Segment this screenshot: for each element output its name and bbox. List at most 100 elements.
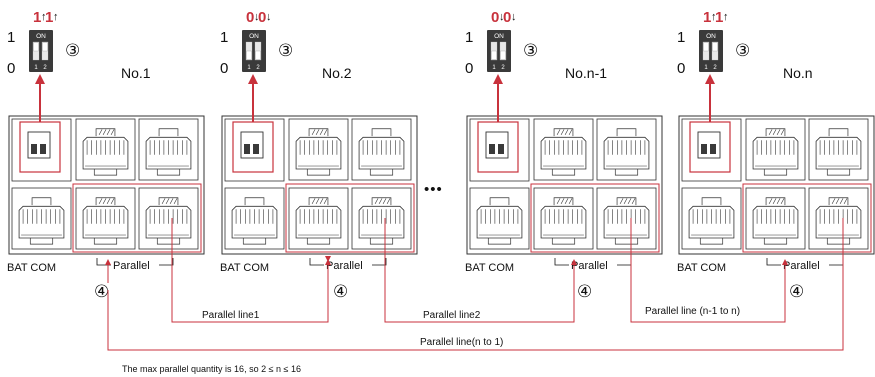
step-4-marker: ④ [94,282,109,301]
rj45-port [75,118,136,181]
wire-arrow-up-icon [105,259,111,265]
switch-bit-value: 1 [33,9,41,26]
switch-pos-label: 1 [247,65,251,71]
step-3-marker: ③ [735,41,750,60]
switch-lever [42,42,48,52]
rj45-port [138,187,199,250]
parallel-label: Parallel [113,260,150,272]
switch-bit-value: 0 [503,9,511,26]
rj45-port [745,118,806,181]
step-3-marker: ③ [278,41,293,60]
unit-name: No.2 [322,65,352,81]
bat-com-label: BAT COM [465,262,514,274]
rj45-port [533,118,594,181]
red-arrow-up-icon [35,74,45,84]
rj45-port [808,118,869,181]
switch-pos-label: 2 [43,65,47,71]
arrow-up-icon: ↑ [41,11,47,23]
connection-label: Parallel line (n-1 to n) [645,306,740,317]
level-high-label: 1 [7,29,15,46]
level-low-label: 0 [220,60,228,77]
level-low-label: 0 [465,60,473,77]
parallel-ports-highlight [285,183,415,253]
bat-com-label: BAT COM [220,262,269,274]
switch-lever [712,42,718,52]
rj45-port [533,187,594,250]
switch-lever [246,50,252,60]
parallel-wire [384,218,575,323]
rj45-port [351,118,412,181]
red-arrow-up-icon [493,74,503,84]
rj45-port [288,187,349,250]
switch-bit-value: 1 [703,9,711,26]
on-label: ON [706,33,716,40]
red-arrow-up-icon [705,74,715,84]
switch-lever [33,42,39,52]
switch-pos-label: 2 [256,65,260,71]
rj45-port [745,187,806,250]
parallel-label: Parallel [326,260,363,272]
level-high-label: 1 [677,29,685,46]
arrow-up-icon: ↑ [723,11,729,23]
rj45-port [11,187,72,250]
step-3-marker: ③ [523,41,538,60]
on-label: ON [36,33,46,40]
switch-bit-value: 1 [45,9,53,26]
connection-label: Parallel line2 [423,310,481,321]
switch-lever [255,50,261,60]
on-label: ON [249,33,259,40]
switch-pos-label: 1 [492,65,496,71]
step-3-marker: ③ [65,41,80,60]
unit-name: No.1 [121,65,151,81]
connection-label: Parallel line(n to 1) [420,337,503,348]
level-high-label: 1 [465,29,473,46]
switch-lever [703,42,709,52]
bat-com-label: BAT COM [7,262,56,274]
parallel-ports-highlight [530,183,660,253]
ellipsis-dots: ••• [424,181,443,198]
switch-pos-label: 1 [34,65,38,71]
rj45-port [596,118,657,181]
wire-arrow-up-icon [571,259,577,265]
wire-arrow-up-icon [782,259,788,265]
switch-pos-label: 2 [501,65,505,71]
rj45-port [469,187,530,250]
parallel-ports-highlight [742,183,872,253]
arrow-up-icon: ↑ [711,11,717,23]
parallel-ports-highlight [72,183,202,253]
bat-com-label: BAT COM [677,262,726,274]
rj45-port [808,187,869,250]
rj45-port [138,118,199,181]
switch-bit-value: 0 [246,9,254,26]
switch-bit-value: 0 [258,9,266,26]
parallel-wire [107,218,844,351]
arrow-down-icon: ↓ [266,11,272,23]
switch-lever [491,50,497,60]
switch-pos-label: 2 [713,65,717,71]
on-label: ON [494,33,504,40]
red-arrow-up-icon [248,74,258,84]
parallel-wire [630,218,786,323]
arrow-down-icon: ↓ [511,11,517,23]
rj45-port [596,187,657,250]
switch-bit-value: 0 [491,9,499,26]
unit-name: No.n [783,65,813,81]
level-low-label: 0 [7,60,15,77]
level-high-label: 1 [220,29,228,46]
step-4-marker: ④ [789,282,804,301]
arrow-down-icon: ↓ [254,11,260,23]
parallel-wire [171,218,329,323]
step-4-marker: ④ [577,282,592,301]
wire-arrow-down-icon [325,256,331,262]
max-quantity-note: The max parallel quantity is 16, so 2 ≤ … [122,364,301,374]
